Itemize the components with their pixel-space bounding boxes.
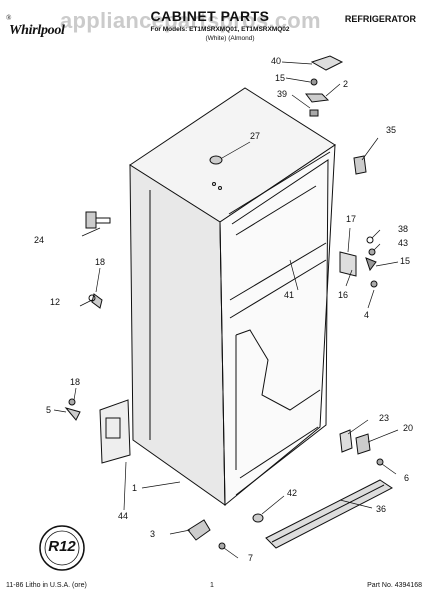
cabinet-left-side: [129, 164, 226, 506]
category-label: REFRIGERATOR: [344, 14, 416, 24]
callout-12: 12: [50, 297, 61, 307]
callout-40: 40: [271, 56, 282, 66]
callout-18: 18: [70, 377, 81, 387]
brand-name: Whirlpool: [9, 23, 65, 38]
callout-23: 23: [379, 413, 390, 423]
callout-15: 15: [275, 73, 286, 83]
callout-3: 3: [150, 529, 156, 539]
callout-39: 39: [277, 89, 288, 99]
footer-litho: 11-86 Litho in U.S.A. (ore): [6, 582, 87, 589]
callout-7: 7: [248, 553, 254, 563]
callout-38: 38: [398, 224, 409, 234]
model-list: For Models: ET1MSRXMQ01, ET1MSRXMQ02: [150, 26, 290, 33]
callout-1: 1: [132, 483, 138, 493]
callout-2: 2: [343, 79, 349, 89]
callout-17: 17: [346, 214, 357, 224]
plug-button: [209, 155, 223, 165]
brand-logo: ® Whirlpool: [6, 14, 76, 44]
callout-20: 20: [403, 423, 414, 433]
callout-15: 15: [400, 256, 411, 266]
callout-24: 24: [34, 235, 45, 245]
callout-35: 35: [386, 125, 397, 135]
r12-badge: [39, 525, 85, 571]
callout-42: 42: [287, 488, 298, 498]
logo-swoosh: ®: [6, 14, 12, 22]
callout-44: 44: [118, 511, 129, 521]
callout-6: 6: [404, 473, 410, 483]
footer-page-number: 1: [210, 582, 214, 589]
watermark: appliancepartspros.com: [60, 8, 321, 33]
r12-badge-label: R12: [48, 538, 76, 555]
callout-4: 4: [364, 310, 370, 320]
callout-36: 36: [376, 504, 387, 514]
page-title: CABINET PARTS: [150, 8, 270, 24]
hinge-cover: [310, 55, 344, 71]
callout-18: 18: [95, 257, 106, 267]
callout-41: 41: [284, 290, 295, 300]
color-list: (White) (Almond): [205, 35, 255, 42]
callout-16: 16: [338, 290, 349, 300]
footer-part-number: Part No. 4394168: [367, 582, 422, 589]
callout-5: 5: [46, 405, 52, 415]
callout-27: 27: [250, 131, 261, 141]
callout-43: 43: [398, 238, 409, 248]
